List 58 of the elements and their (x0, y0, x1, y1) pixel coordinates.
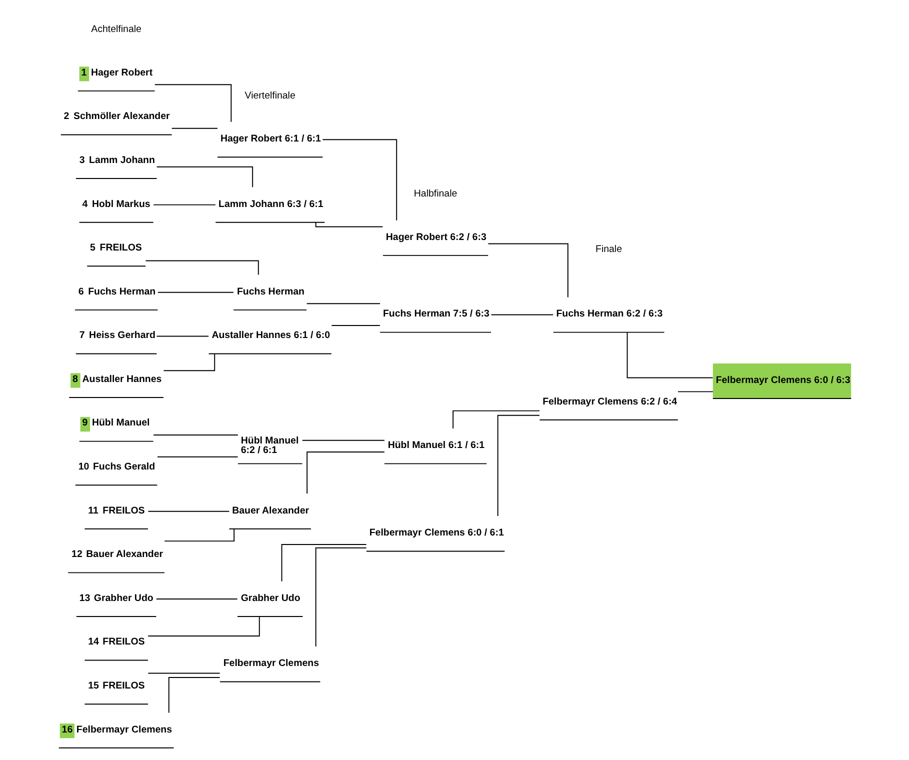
connector (170, 128, 218, 129)
connector (147, 616, 260, 636)
connector (280, 544, 366, 582)
node-text: 3 Lamm Johann (78, 154, 154, 166)
node-text: 12 Bauer Alexander (71, 549, 163, 560)
connector (147, 672, 220, 674)
node-text: Bauer Alexander (232, 505, 309, 516)
node-text: Hager Robert 6:2 / 6:3 (385, 232, 486, 243)
connector (452, 410, 540, 429)
label: Finale (595, 244, 622, 256)
node-text: Felbermayr Clemens 6:0 / 6:1 (368, 528, 504, 539)
node-text: Austaller Hannes 6:1 / 6:0 (211, 330, 330, 342)
connector (152, 434, 238, 436)
node-text: Fuchs Herman 6:2 / 6:3 (556, 308, 662, 320)
connector (677, 391, 713, 392)
node-text: 13 Grabher Udo (78, 592, 153, 604)
node-text: 5 FREILOS (90, 242, 142, 254)
connector (487, 243, 568, 298)
connector (147, 510, 230, 512)
connector (152, 204, 216, 206)
connector (301, 440, 384, 441)
connector (164, 528, 234, 542)
connector (168, 677, 220, 714)
node-text: 11 FREILOS (88, 505, 144, 516)
node-text: 10 Fuchs Gerald (78, 462, 155, 473)
node-text: 6 Fuchs Herman (78, 286, 156, 298)
connector (156, 336, 208, 337)
node-text: Lamm Johann 6:3 / 6:1 (218, 198, 323, 210)
node-text: Felbermayr Clemens 6:2 / 6:4 (542, 396, 677, 408)
connector (306, 303, 380, 304)
node-text: 4 Hobl Markus (82, 198, 150, 210)
node-text: 2 Schmöller Alexander (63, 111, 170, 122)
connector (626, 332, 713, 378)
node-text: Hübl Manuel 6:2 / 6:1 (240, 435, 298, 456)
connector (490, 314, 554, 316)
connector (330, 325, 380, 326)
node-text: Fuchs Herman (236, 286, 304, 298)
label: Viertelfinale (244, 90, 295, 102)
node-text: Fuchs Herman 7:5 / 6:3 (382, 308, 489, 320)
node-text: Hager Robert 6:1 / 6:1 (220, 134, 320, 145)
node-text: Felbermayr Clemens (222, 658, 318, 670)
node-text: 14 FREILOS (88, 636, 144, 648)
connector (156, 456, 238, 458)
label: Halbfinale (413, 188, 457, 200)
connector (162, 353, 215, 372)
connector (156, 166, 253, 188)
connector (155, 598, 238, 600)
connector (154, 84, 232, 122)
node-text: 7 Heiss Gerhard (78, 330, 156, 342)
node-text: Hübl Manuel 6:1 / 6:1 (387, 440, 484, 452)
connector (156, 292, 234, 293)
connector (322, 139, 397, 221)
label: Achtelfinale (90, 24, 141, 36)
node-text: Grabher Udo (240, 592, 300, 604)
connector (306, 452, 384, 494)
connector (314, 547, 366, 647)
connector (496, 414, 540, 517)
node-text: 15 FREILOS (88, 680, 144, 692)
